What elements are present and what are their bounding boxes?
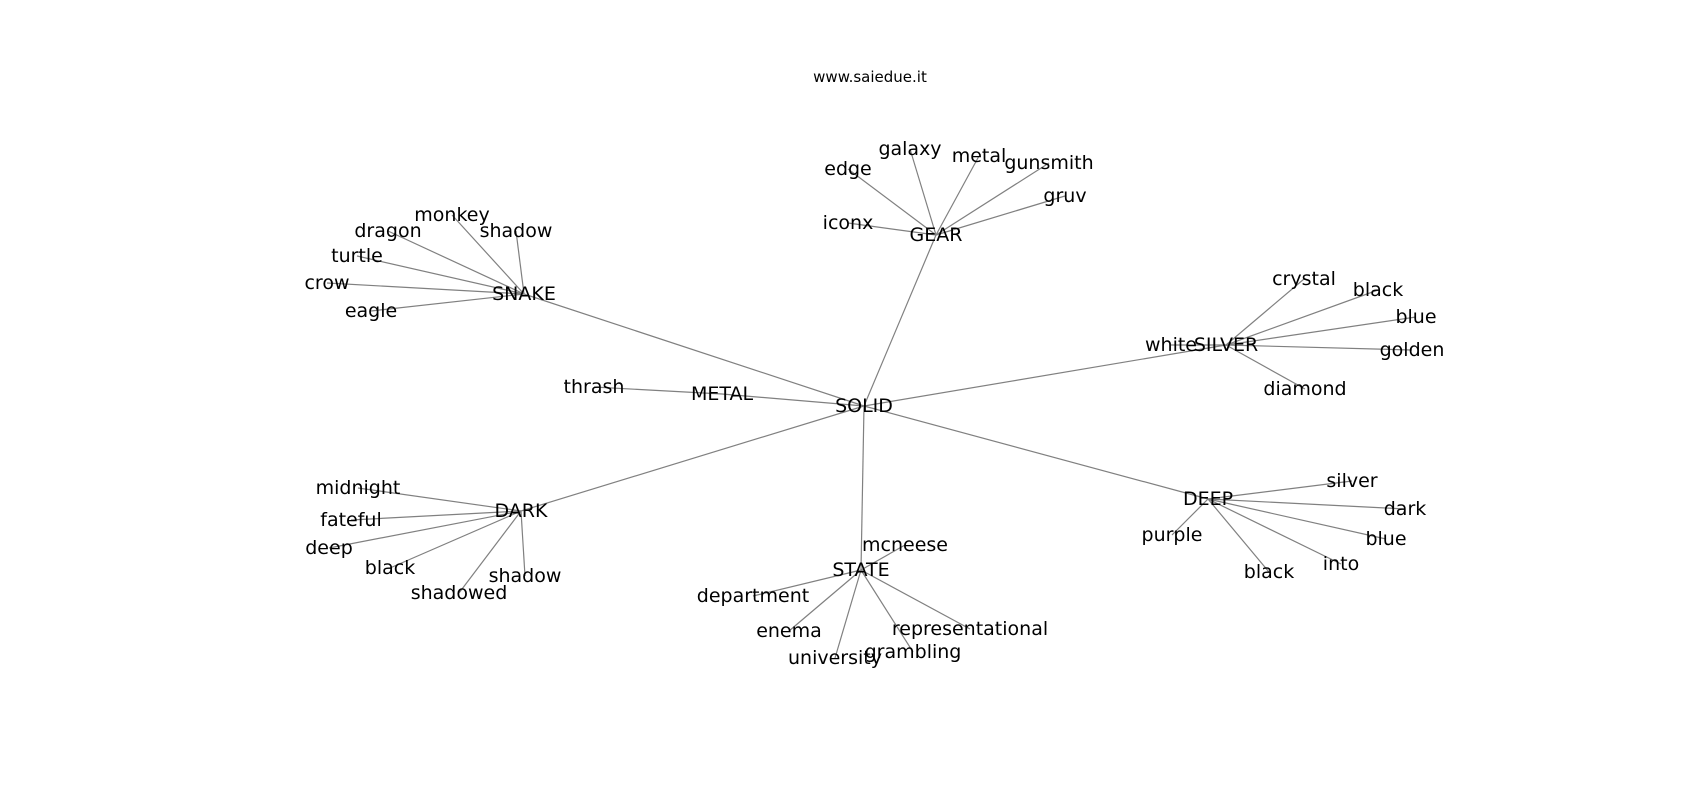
edge-metal-metal-thrash	[593, 386, 723, 395]
edge-deep-deep-blue	[1207, 498, 1387, 540]
edge-snake-snake-eagle	[370, 293, 525, 312]
leaf-node-snake-turtle: turtle	[331, 245, 383, 267]
leaf-node-dark-shadowed: shadowed	[411, 582, 508, 604]
leaf-node-silver-blue: blue	[1395, 306, 1436, 328]
hub-node-deep: DEEP	[1183, 488, 1233, 510]
leaf-node-gear-iconx: iconx	[823, 212, 874, 234]
leaf-node-silver-diamond: diamond	[1263, 378, 1346, 400]
edge-state-state-representational	[860, 569, 971, 630]
hub-node-silver: SILVER	[1194, 334, 1258, 356]
edge-gear-gear-iconx	[847, 222, 937, 236]
edge-solid-deep	[863, 405, 1209, 500]
edge-state-state-department	[752, 569, 862, 597]
leaf-node-dark-midnight: midnight	[316, 477, 401, 499]
leaf-node-state-representational: representational	[892, 618, 1048, 640]
edge-silver-silver-diamond	[1225, 344, 1306, 390]
hub-node-solid: SOLID	[835, 395, 893, 417]
leaf-node-deep-blue: blue	[1365, 528, 1406, 550]
edge-solid-dark	[520, 405, 865, 512]
leaf-node-dark-shadow: shadow	[489, 565, 562, 587]
edge-state-state-mcneese	[860, 544, 906, 571]
leaf-node-silver-crystal: crystal	[1272, 268, 1336, 290]
edge-gear-gear-edge	[847, 168, 937, 236]
edge-solid-state	[860, 405, 865, 571]
leaf-node-deep-black: black	[1244, 561, 1294, 583]
edge-snake-snake-turtle	[356, 255, 525, 295]
edge-snake-snake-crow	[326, 282, 525, 295]
edge-state-state-grambling	[860, 569, 914, 653]
leaf-node-gear-galaxy: galaxy	[878, 138, 941, 160]
leaf-node-gear-metal: metal	[952, 145, 1007, 167]
edge-deep-deep-purple	[1171, 498, 1209, 536]
edge-gear-gear-gruv	[935, 195, 1066, 236]
leaf-node-gear-edge: edge	[824, 158, 872, 180]
leaf-node-snake-dragon: dragon	[354, 220, 421, 242]
leaf-node-gear-gunsmith: gunsmith	[1004, 152, 1093, 174]
hub-node-metal: METAL	[691, 383, 754, 405]
leaf-node-deep-dark: dark	[1384, 498, 1427, 520]
edge-deep-deep-black	[1207, 498, 1270, 573]
edge-solid-gear	[863, 234, 937, 407]
edge-silver-silver-golden	[1225, 344, 1413, 351]
leaf-node-dark-fateful: fateful	[320, 509, 381, 531]
leaf-node-silver-white: white	[1145, 334, 1197, 356]
edge-solid-snake	[523, 293, 865, 407]
hub-node-state: STATE	[832, 559, 889, 581]
leaf-node-deep-purple: purple	[1142, 524, 1203, 546]
edge-silver-silver-black	[1225, 289, 1379, 346]
leaf-node-snake-monkey: monkey	[414, 204, 489, 226]
leaf-node-dark-black: black	[365, 557, 415, 579]
node-labels-layer: SOLID GEAR SNAKE SILVER METAL DARK STATE DEEP ed…	[304, 138, 1444, 669]
leaf-node-snake-crow: crow	[304, 272, 349, 294]
hub-node-snake: SNAKE	[492, 283, 556, 305]
edge-dark-dark-deep	[328, 510, 522, 549]
edge-deep-deep-silver	[1207, 480, 1353, 500]
leaf-node-silver-golden: golden	[1380, 339, 1445, 361]
edge-solid-metal	[721, 393, 865, 407]
leaf-node-metal-thrash: thrash	[564, 376, 625, 398]
hub-node-gear: GEAR	[910, 224, 963, 246]
edge-deep-deep-into	[1207, 498, 1342, 565]
edge-solid-silver	[863, 344, 1227, 407]
edge-state-state-enema	[788, 569, 862, 632]
edge-dark-dark-shadowed	[458, 510, 522, 594]
edge-snake-snake-monkey	[451, 214, 525, 295]
edge-gear-gear-metal	[935, 155, 980, 236]
edge-state-state-university	[834, 569, 862, 659]
leaf-node-deep-into: into	[1323, 553, 1359, 575]
leaf-node-state-university: university	[788, 647, 882, 669]
edge-dark-dark-midnight	[357, 487, 522, 512]
leaf-node-dark-deep: deep	[305, 537, 353, 559]
hub-node-dark: DARK	[495, 500, 548, 522]
edge-snake-snake-shadow	[515, 230, 525, 295]
leaf-node-state-enema: enema	[756, 620, 822, 642]
leaf-node-deep-silver: silver	[1326, 470, 1377, 492]
leaf-node-state-mcneese: mcneese	[862, 534, 948, 556]
leaf-node-snake-eagle: eagle	[345, 300, 397, 322]
edge-dark-dark-black	[389, 510, 522, 569]
edge-dark-dark-shadow	[520, 510, 526, 577]
edge-silver-silver-blue	[1225, 316, 1417, 346]
leaf-node-gear-gruv: gruv	[1043, 185, 1086, 207]
leaf-node-state-department: department	[697, 585, 809, 607]
edge-silver-silver-crystal	[1225, 278, 1305, 346]
leaf-node-state-grambling: grambling	[865, 641, 962, 663]
leaf-node-snake-shadow: shadow	[480, 220, 553, 242]
leaf-node-silver-black: black	[1353, 279, 1403, 301]
edge-deep-deep-dark	[1207, 498, 1406, 510]
edge-snake-snake-dragon	[387, 230, 525, 295]
edge-gear-gear-galaxy	[909, 148, 937, 236]
edge-dark-dark-fateful	[350, 510, 522, 521]
edge-gear-gear-gunsmith	[935, 162, 1050, 236]
source-watermark: www.saiedue.it	[813, 68, 927, 86]
edges-layer	[326, 148, 1417, 659]
